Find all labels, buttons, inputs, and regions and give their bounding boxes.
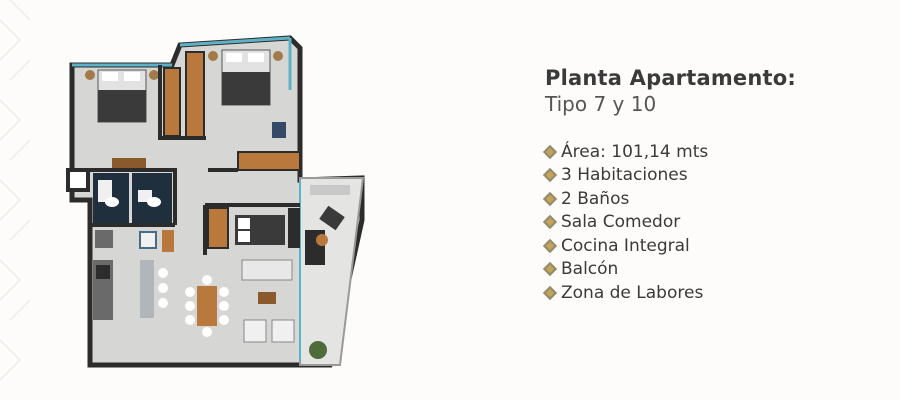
list-item: 3 Habitaciones	[542, 164, 796, 188]
balcony	[299, 177, 365, 366]
wardrobe	[185, 51, 205, 138]
diamond-bullet-icon	[542, 191, 558, 206]
feature-label: Sala Comedor	[561, 212, 681, 233]
chair	[272, 122, 286, 138]
diamond-bullet-icon	[542, 144, 558, 159]
apartment-info: Planta Apartamento: Tipo 7 y 10 Área: 10…	[542, 66, 796, 305]
laundry	[95, 230, 113, 248]
feature-label: 3 Habitaciones	[561, 165, 688, 186]
diamond-bullet-icon	[542, 285, 558, 300]
washer	[139, 231, 157, 249]
decorative-pattern	[0, 0, 31, 381]
list-item: Zona de Labores	[542, 281, 796, 305]
bedroom-2	[208, 49, 283, 106]
desk	[112, 158, 146, 168]
feature-label: Zona de Labores	[561, 282, 704, 303]
list-item: Área: 101,14 mts	[542, 140, 796, 164]
diamond-bullet-icon	[542, 215, 558, 230]
bedroom-1	[85, 69, 159, 123]
page-subtitle: Tipo 7 y 10	[545, 92, 657, 116]
diamond-bullet-icon	[542, 238, 558, 253]
feature-label: Área: 101,14 mts	[561, 141, 709, 162]
kitchen	[93, 260, 168, 320]
list-item: Balcón	[542, 258, 796, 282]
list-item: 2 Baños	[542, 187, 796, 211]
diamond-bullet-icon	[542, 262, 558, 277]
feature-label: 2 Baños	[561, 188, 630, 209]
feature-label: Cocina Integral	[561, 235, 690, 256]
wardrobe	[163, 67, 181, 137]
list-item: Sala Comedor	[542, 211, 796, 235]
page-title: Planta Apartamento:	[545, 66, 796, 90]
bedroom-3	[207, 207, 300, 249]
feature-label: Balcón	[561, 259, 619, 280]
dining-table	[185, 275, 229, 337]
bathrooms	[93, 173, 172, 223]
plant	[309, 341, 327, 359]
list-item: Cocina Integral	[542, 234, 796, 258]
features-list: Área: 101,14 mts 3 Habitaciones 2 Baños …	[542, 140, 796, 305]
wardrobe	[237, 151, 301, 171]
floor-plan-image	[66, 35, 365, 368]
diamond-bullet-icon	[542, 168, 558, 183]
